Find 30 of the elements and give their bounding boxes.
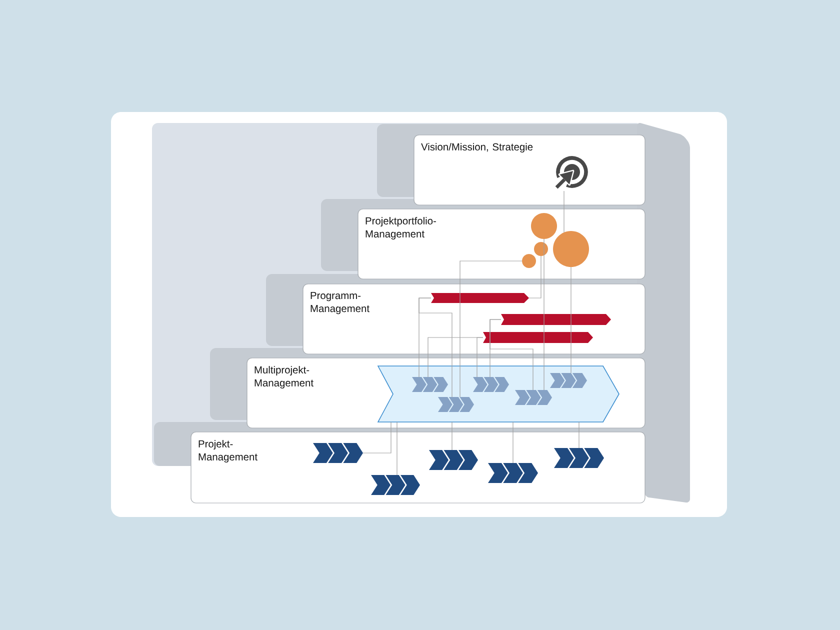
chevron-group <box>550 373 587 388</box>
connector-line <box>396 422 398 476</box>
chevron-group <box>313 443 363 463</box>
connector-line <box>528 256 542 298</box>
chevron-group <box>488 463 538 483</box>
target-icon <box>554 156 588 190</box>
chevron-group <box>554 448 604 468</box>
bubble <box>531 213 557 239</box>
chevron-bar <box>431 293 529 303</box>
chevron-group <box>371 475 420 495</box>
chevron-group <box>429 450 478 470</box>
chevron-group <box>473 377 509 392</box>
chevron-group <box>438 397 474 412</box>
connector-line <box>512 422 514 464</box>
bubble <box>522 254 536 268</box>
chevron-bar <box>483 332 593 343</box>
level-box: Vision/Mission, Strategie <box>414 134 646 206</box>
connector-line <box>570 266 572 374</box>
connector-line <box>490 319 534 390</box>
connector-line <box>418 298 452 398</box>
chevron-group <box>412 377 448 392</box>
connector-line <box>476 337 484 378</box>
bubble <box>534 242 548 256</box>
level-box: Projektportfolio-Management <box>358 208 646 280</box>
bubble <box>553 231 589 267</box>
chevron-bar <box>501 314 611 325</box>
connector-line <box>460 260 522 398</box>
chevron-group <box>515 390 552 405</box>
connector-line <box>362 422 392 454</box>
connector-line <box>578 422 580 448</box>
